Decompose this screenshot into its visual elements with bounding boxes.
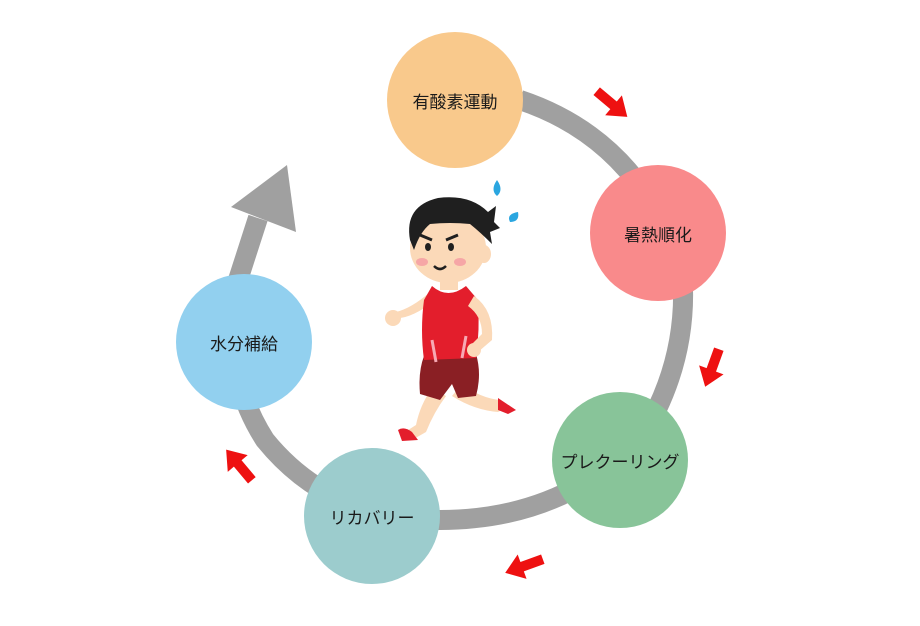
runner-blush-left <box>416 258 428 266</box>
direction-arrow-1 <box>593 87 628 117</box>
node-recovery: リカバリー <box>304 448 440 584</box>
node-label: 暑熱順化 <box>624 225 692 246</box>
node-hydration: 水分補給 <box>176 274 312 410</box>
runner-front-shoe <box>498 398 516 414</box>
runner-shirt-stripe <box>430 335 468 363</box>
node-aerobic-exercise: 有酸素運動 <box>387 32 523 168</box>
runner-eyebrows <box>419 233 459 242</box>
runner-shorts <box>419 354 479 400</box>
node-label: リカバリー <box>329 508 415 529</box>
node-label: 水分補給 <box>210 334 278 355</box>
node-label: 有酸素運動 <box>412 92 498 113</box>
runner-back-shoe <box>398 428 418 441</box>
runner-ear <box>477 245 491 263</box>
runner-front-hand <box>467 343 481 357</box>
node-label: プレクーリング <box>560 452 680 473</box>
runner-blush-right <box>454 258 466 266</box>
cycle-track-arrowhead <box>231 165 296 232</box>
runner-left-eye <box>425 243 431 251</box>
node-heat-acclimatization: 暑熱順化 <box>590 165 726 301</box>
runner-back-leg <box>405 388 446 440</box>
runner-face <box>410 213 486 283</box>
direction-arrow-2 <box>699 347 724 387</box>
runner-hair <box>409 197 500 250</box>
direction-arrow-4 <box>226 449 256 484</box>
runner-front-arm <box>468 296 493 352</box>
direction-arrow-3 <box>505 554 545 579</box>
runner-back-hand <box>385 310 401 326</box>
runner-right-eye <box>448 243 454 251</box>
runner-mouth <box>433 265 447 271</box>
sweat-drop-1 <box>493 180 501 196</box>
node-precooling: プレクーリング <box>552 392 688 528</box>
running-person-illustration <box>385 180 519 441</box>
sweat-drop-2 <box>509 212 519 222</box>
